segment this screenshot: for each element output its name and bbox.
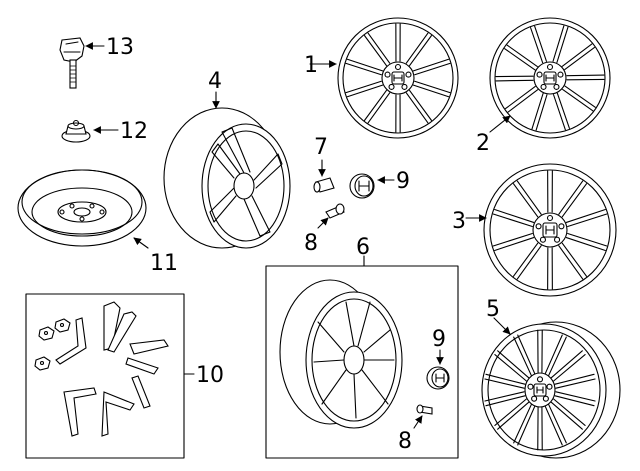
wheel-spoke: [537, 406, 543, 451]
lug-hole: [388, 83, 395, 90]
trim-piece-icons: [55, 301, 169, 437]
wheel-spoke: [552, 25, 569, 64]
lug-hole: [542, 395, 549, 402]
wheel-spoke: [544, 403, 567, 446]
wheel-spoke: [484, 373, 526, 389]
wheel-spoke: [550, 398, 586, 430]
wheel-spoke: [504, 85, 539, 113]
wheel-spoke: [537, 329, 543, 374]
wheel-spoke: [494, 350, 530, 382]
wheel-spoke: [554, 391, 596, 407]
valve-stem-part-lower[interactable]: 8: [398, 404, 433, 454]
lug-hole: [546, 383, 553, 390]
wheel-spoke: [363, 89, 391, 124]
wheel-spoke: [561, 43, 596, 71]
center-cap-part-lower[interactable]: 9: [426, 327, 450, 390]
wheel-spoke: [492, 208, 535, 228]
wheel-spoke: [512, 180, 542, 218]
wheel-spoke: [492, 232, 535, 252]
lug-hole: [535, 223, 542, 230]
wheel-spoke: [494, 398, 530, 430]
wheel-spoke: [530, 25, 548, 64]
wheel-spoke: [566, 74, 605, 81]
valve-cap-part[interactable]: 7: [313, 135, 335, 193]
wheel-spoke: [558, 242, 588, 280]
callout-1: 1: [304, 53, 318, 78]
alloy-wheel-3-part[interactable]: 3: [452, 163, 617, 297]
lug-hole: [554, 236, 561, 243]
alloy-wheel-1-part[interactable]: 1: [304, 17, 459, 139]
callout-3: 3: [452, 209, 466, 234]
wheel-spoke: [345, 58, 384, 76]
callout-5: 5: [486, 297, 500, 322]
callout-8-lower: 8: [398, 429, 412, 454]
wheel-spoke: [405, 89, 433, 124]
lug-hole: [405, 71, 412, 78]
wheel-spoke: [345, 80, 384, 98]
wheel-spoke: [512, 242, 542, 280]
lug-hole: [394, 63, 402, 71]
wheel-assembly-6-group[interactable]: 6 9 8: [265, 235, 459, 459]
wheel-spoke: [547, 247, 553, 290]
wheel-spoke: [531, 92, 548, 131]
lug-hole: [557, 71, 564, 78]
callout-11: 11: [150, 251, 178, 276]
alloy-wheel-2-part[interactable]: 2: [476, 17, 611, 156]
wheel-spoke: [562, 85, 596, 112]
callout-2: 2: [476, 131, 490, 156]
callout-13: 13: [106, 35, 134, 60]
spare-wheel-part[interactable]: 11: [17, 169, 178, 276]
callout-4: 4: [208, 69, 222, 94]
wheel-spoke: [550, 350, 586, 382]
valve-seal-part[interactable]: 12: [61, 119, 148, 144]
alloy-wheel-side-part[interactable]: 4: [163, 69, 291, 249]
wheel-spoke: [513, 334, 536, 377]
tpms-sensor-part[interactable]: 13: [59, 35, 134, 89]
wheel-spoke: [363, 32, 391, 67]
wheel-spoke: [547, 170, 553, 213]
lug-hole: [546, 63, 554, 71]
wheel-spoke: [504, 44, 538, 71]
lug-hole: [546, 214, 554, 222]
wheel-spoke: [395, 23, 401, 62]
callout-8-upper: 8: [304, 231, 318, 256]
wheel-spoke: [554, 373, 596, 389]
wheel-spoke: [395, 94, 401, 133]
lug-hole: [536, 376, 544, 383]
wheel-spoke: [544, 334, 567, 377]
center-cap-part-upper[interactable]: 9: [349, 169, 410, 199]
wheel-spoke: [495, 75, 534, 82]
lug-hole: [540, 83, 547, 90]
wheel-spoke: [484, 391, 526, 407]
callout-9-upper: 9: [396, 169, 410, 194]
lug-hole: [536, 71, 543, 78]
callout-12: 12: [120, 119, 148, 144]
lug-hole: [539, 236, 546, 243]
lug-hole: [553, 83, 560, 90]
lug-hole: [527, 383, 534, 390]
wheel-spoke: [558, 180, 588, 218]
wheel-spoke: [552, 92, 570, 131]
wheel-spoke: [565, 232, 608, 252]
callout-10: 10: [196, 363, 224, 388]
wheel-spoke: [565, 208, 608, 228]
lug-hole: [531, 395, 538, 402]
wheel-spoke: [405, 32, 433, 67]
trim-clip-kit-10-group[interactable]: 10: [25, 293, 224, 459]
lug-hole: [558, 223, 565, 230]
wheel-spoke: [513, 403, 536, 446]
wheel-spoke: [412, 58, 451, 76]
clip-icons: [34, 318, 71, 371]
lug-hole: [401, 83, 408, 90]
callout-7: 7: [314, 135, 328, 160]
valve-stem-part-upper[interactable]: 8: [304, 203, 345, 256]
callout-6: 6: [356, 235, 370, 260]
alloy-wheel-5-part[interactable]: 5: [481, 297, 621, 459]
wheel-spoke: [412, 80, 451, 98]
callout-9-lower: 9: [432, 327, 446, 352]
lug-hole: [384, 71, 391, 78]
